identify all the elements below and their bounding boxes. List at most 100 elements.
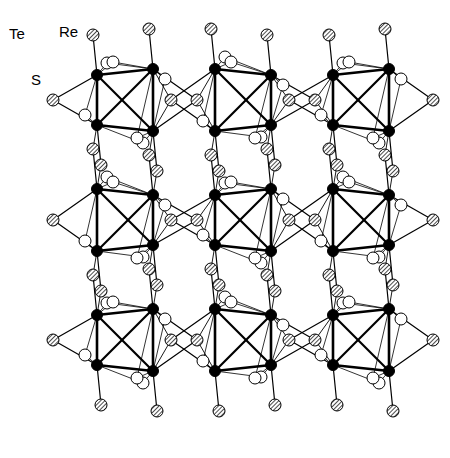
re-cluster-edge: [270, 75, 273, 125]
te-atom: [427, 334, 439, 346]
re-atom: [266, 184, 277, 195]
s-atom: [343, 56, 355, 68]
s-atom: [159, 199, 171, 211]
re-s-bond: [389, 319, 401, 371]
te-atom: [165, 214, 177, 226]
s-atom: [277, 79, 289, 91]
s-atom: [395, 199, 407, 211]
re-cluster-edge: [333, 189, 389, 195]
re-cluster-diagonal: [215, 69, 271, 125]
s-atom: [131, 372, 143, 384]
re-atom: [266, 70, 277, 81]
re-atom: [384, 240, 395, 251]
te-atom: [283, 214, 295, 226]
re-cluster-edge: [152, 69, 155, 131]
te-atom: [205, 149, 217, 161]
re-te-bond: [389, 340, 433, 371]
re-atom: [328, 70, 339, 81]
te-atom: [331, 285, 343, 297]
te-atom: [331, 159, 343, 171]
re-cluster-edge: [332, 189, 335, 251]
te-atom: [283, 334, 295, 346]
element-label: Re: [58, 24, 79, 39]
re-cluster-edge: [270, 315, 273, 365]
te-atom: [191, 214, 203, 226]
te-atom: [191, 334, 203, 346]
te-atom: [283, 94, 295, 106]
te-atom: [151, 165, 163, 177]
re-cluster-edge: [97, 125, 153, 131]
re-te-bond: [53, 189, 97, 220]
te-atom: [261, 143, 273, 155]
te-atom: [387, 405, 399, 417]
s-atom: [107, 176, 119, 188]
te-atom: [309, 214, 321, 226]
re-cluster-edge: [214, 195, 217, 245]
re-cluster-edge: [214, 309, 217, 371]
te-atom: [323, 29, 335, 41]
re-atom: [266, 360, 277, 371]
re-cluster-diagonal: [97, 189, 153, 245]
re-cluster-diagonal: [333, 309, 389, 365]
te-atom: [309, 334, 321, 346]
s-atom: [277, 319, 289, 331]
re-te-bond: [389, 69, 433, 100]
s-atom: [79, 109, 91, 121]
re-cluster-edge: [388, 309, 391, 371]
re-cluster-diagonal: [97, 315, 153, 371]
s-atom: [367, 252, 379, 264]
te-atom: [143, 149, 155, 161]
re-cluster-diagonal: [333, 69, 389, 125]
re-atom: [384, 64, 395, 75]
te-atom: [205, 23, 217, 35]
te-atom: [387, 279, 399, 291]
re-cluster-diagonal: [215, 315, 271, 371]
te-atom: [427, 94, 439, 106]
re-cluster-diagonal: [97, 69, 153, 125]
re-atom: [210, 240, 221, 251]
re-s-bond: [389, 79, 401, 131]
te-atom: [213, 405, 225, 417]
re-cluster-edge: [388, 69, 391, 131]
re-cluster-edge: [333, 365, 389, 371]
re-atom: [328, 246, 339, 257]
element-label: Te: [8, 26, 26, 41]
re-cluster-edge: [332, 315, 335, 365]
re-te-bond: [53, 340, 97, 365]
re-atom: [384, 366, 395, 377]
re-atom: [92, 310, 103, 321]
s-atom: [197, 115, 209, 127]
s-atom: [197, 229, 209, 241]
te-atom: [165, 334, 177, 346]
te-atom: [213, 165, 225, 177]
s-atom: [249, 132, 261, 144]
te-atom: [379, 149, 391, 161]
te-atom: [47, 334, 59, 346]
re-cluster-edge: [215, 365, 271, 371]
re-cluster-edge: [97, 189, 153, 195]
re-cluster-edge: [215, 245, 271, 251]
re-atom: [210, 126, 221, 137]
te-atom: [261, 269, 273, 281]
re-cluster-edge: [332, 75, 335, 125]
te-atom: [87, 143, 99, 155]
te-atom: [387, 165, 399, 177]
s-atom: [225, 296, 237, 308]
te-atom: [95, 399, 107, 411]
te-atom: [143, 263, 155, 275]
re-cluster-edge: [388, 195, 391, 245]
te-atom: [269, 159, 281, 171]
re-te-bond: [389, 195, 433, 220]
re-cluster-edge: [97, 69, 153, 75]
re-te-bond: [53, 100, 97, 125]
re-atom: [384, 190, 395, 201]
re-cluster-diagonal: [97, 75, 153, 131]
re-s-bond: [85, 189, 97, 241]
s-atom: [107, 56, 119, 68]
re-cluster-diagonal: [215, 309, 271, 365]
s-atom: [79, 349, 91, 361]
s-atom: [159, 313, 171, 325]
re-cluster-edge: [215, 125, 271, 131]
re-cluster-edge: [96, 189, 99, 251]
s-atom: [107, 296, 119, 308]
